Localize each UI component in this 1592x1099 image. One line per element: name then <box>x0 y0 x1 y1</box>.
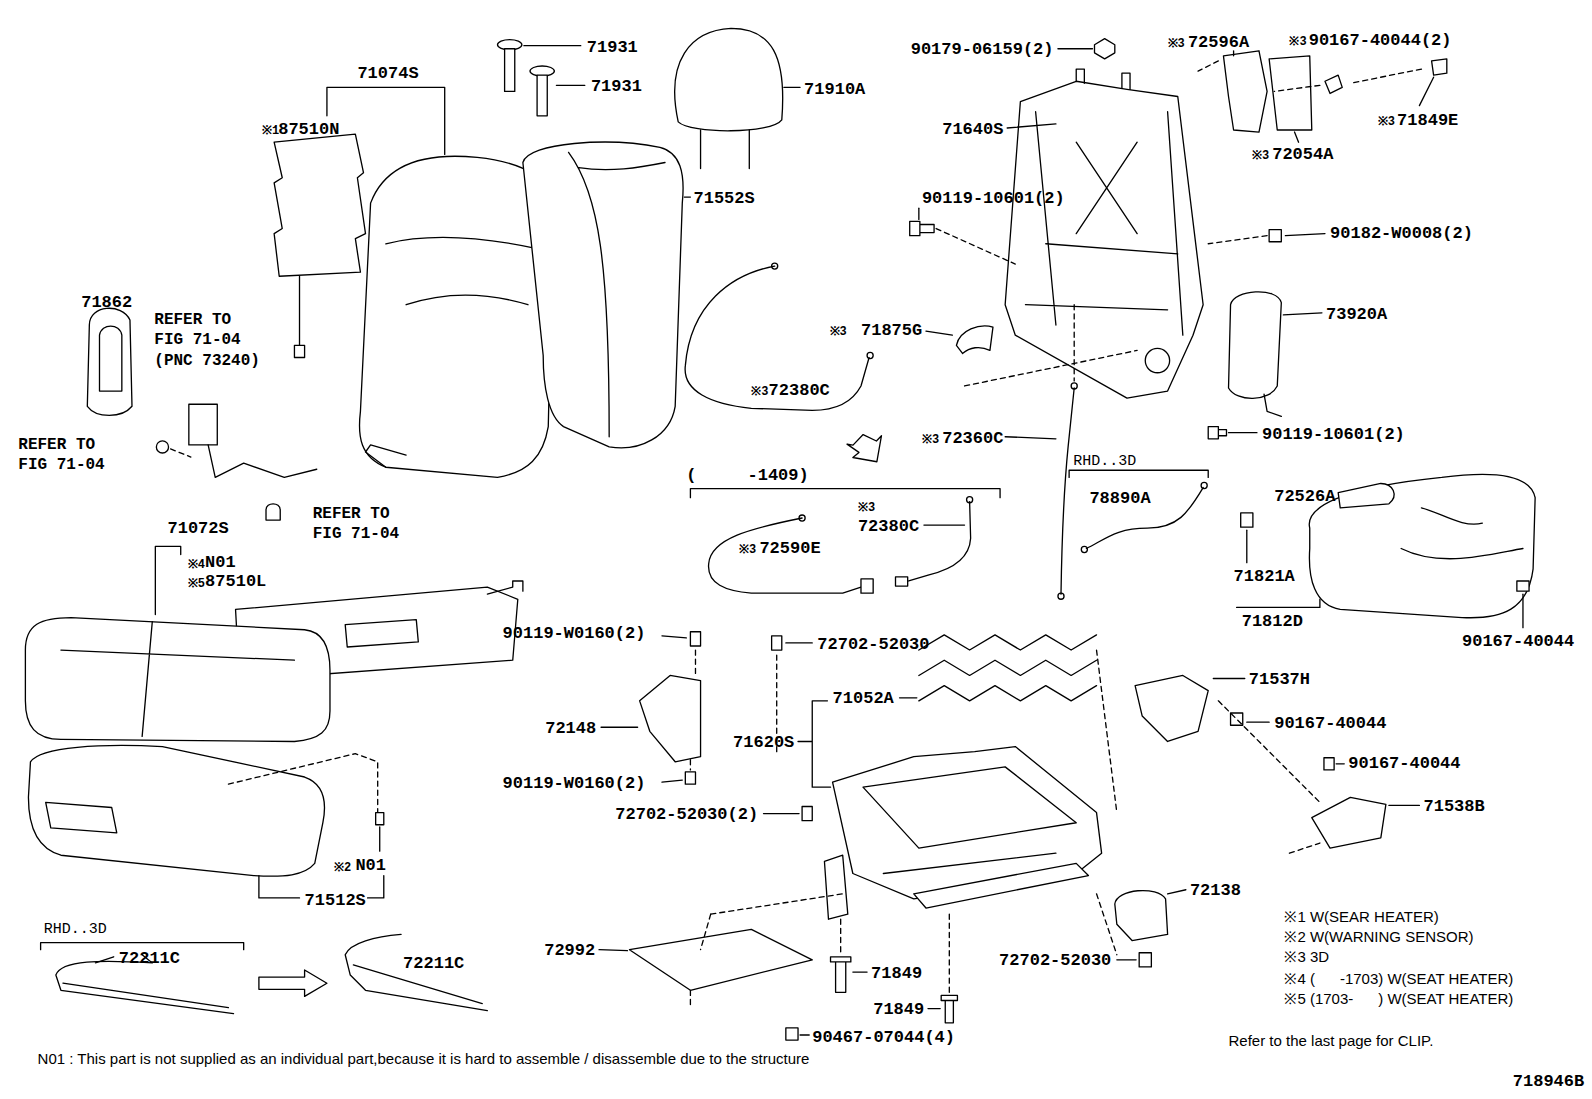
note-marker: ※3 <box>751 382 768 399</box>
part-number: 78890A <box>1089 489 1150 508</box>
part-number: 90119-W0160(2) <box>503 774 646 793</box>
reference-note: REFER TO FIG 71-04 <box>18 435 109 477</box>
note-marker: ※3 <box>830 322 847 339</box>
reference-note: REFER TO FIG 71-04 <box>313 504 404 546</box>
part-number: 90119-10601(2) <box>1262 425 1405 444</box>
part-number: 71072S <box>168 519 229 538</box>
part-number: 90119-10601(2) <box>922 189 1065 208</box>
variant-label: RHD..3D <box>44 921 107 938</box>
part-number: 71910A <box>804 80 865 99</box>
part-number: 71537H <box>1249 670 1310 689</box>
part-number: 71552S <box>694 189 755 208</box>
part-number: 72702-52030 <box>817 635 929 654</box>
part-number: 71512S <box>305 891 366 910</box>
part-number: 72360C <box>942 429 1003 448</box>
part-number: 72211C <box>119 949 180 968</box>
note-marker: ※3 <box>1289 32 1306 49</box>
note-text: Refer to the last page for CLIP. <box>1229 1032 1434 1049</box>
note-text: ※1 W(SEAR HEATER) <box>1284 906 1438 926</box>
part-number: 90167-40044(2) <box>1309 31 1452 50</box>
part-number: 90467-07044(4) <box>812 1028 955 1047</box>
part-number: 72992 <box>544 941 595 960</box>
part-number: 71862 <box>81 293 132 312</box>
part-number: 71074S <box>357 64 418 83</box>
note-marker: ※1 <box>262 121 279 138</box>
part-number: 72380C <box>858 517 919 536</box>
part-number: 71875G <box>861 321 922 340</box>
part-number: 72148 <box>545 719 596 738</box>
part-number: 90179-06159(2) <box>911 40 1054 59</box>
part-number: 71538B <box>1424 797 1485 816</box>
part-number: 71849 <box>873 1000 924 1019</box>
part-number: 72380C <box>769 381 830 400</box>
part-number: 73920A <box>1326 305 1387 324</box>
part-number: 72211C <box>403 954 464 973</box>
part-number: N01 <box>355 856 386 875</box>
part-number: 71812D <box>1242 612 1303 631</box>
note-marker: ※3 <box>858 498 875 515</box>
reference-note: REFER TO FIG 71-04 (PNC 73240) <box>154 310 264 372</box>
part-number: 71821A <box>1234 567 1295 586</box>
note-marker: ※3 <box>739 540 756 557</box>
part-number: 71849 <box>871 964 922 983</box>
note-marker: ※5 <box>188 574 205 591</box>
note-text: ※2 W(WARNING SENSOR) <box>1284 926 1473 946</box>
note-marker: ※2 <box>334 858 351 875</box>
note-text: ※3 3D <box>1284 946 1329 966</box>
note-text: ※4 ( -1703) W(SEAT HEATER) <box>1284 968 1513 988</box>
part-number: 71052A <box>833 689 894 708</box>
part-number: 72702-52030 <box>999 951 1111 970</box>
part-number: 72526A <box>1274 487 1335 506</box>
part-number: 90167-40044 <box>1462 632 1574 651</box>
part-number: N01 <box>205 553 236 572</box>
part-number: 71620S <box>733 733 794 752</box>
part-number: 72702-52030(2) <box>615 805 758 824</box>
part-number: 90167-40044 <box>1274 714 1386 733</box>
note-marker: ※4 <box>188 555 205 572</box>
part-number: 90182-W0008(2) <box>1330 224 1473 243</box>
part-number: 87510N <box>278 120 339 139</box>
part-number: 90167-40044 <box>1348 754 1460 773</box>
part-number: 71931 <box>587 38 638 57</box>
note-marker: ※3 <box>1252 146 1269 163</box>
part-number: 87510L <box>205 572 266 591</box>
note-text: ※5 (1703- ) W(SEAT HEATER) <box>1284 988 1513 1008</box>
part-number: 90119-W0160(2) <box>503 624 646 643</box>
part-number: 72596A <box>1188 33 1249 52</box>
part-number: 72054A <box>1272 145 1333 164</box>
part-number: 72590E <box>759 539 820 558</box>
part-number: 71931 <box>591 77 642 96</box>
part-number: 718946B <box>1513 1072 1584 1091</box>
note-marker: ※3 <box>922 430 939 447</box>
footnote-text: N01 : This part is not supplied as an in… <box>38 1049 814 1069</box>
part-number: 72138 <box>1190 881 1241 900</box>
part-number: ( -1409) <box>686 466 808 485</box>
note-marker: ※3 <box>1378 112 1395 129</box>
part-number: 71849E <box>1397 111 1458 130</box>
variant-label: RHD..3D <box>1073 453 1136 470</box>
part-number: 71640S <box>942 120 1003 139</box>
note-marker: ※3 <box>1168 34 1185 51</box>
